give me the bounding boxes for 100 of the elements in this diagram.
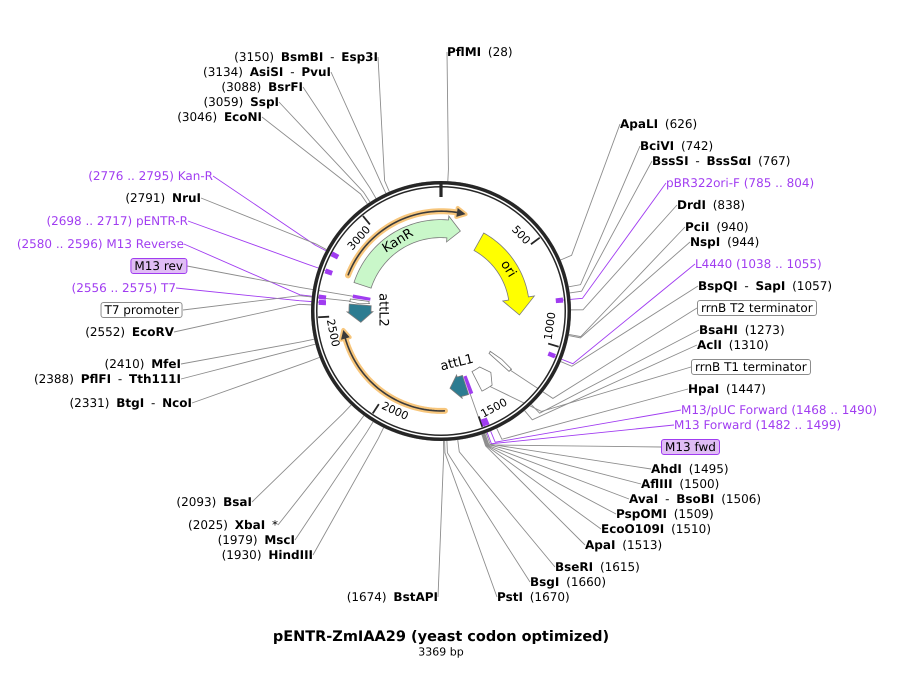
- leader-line: [496, 388, 688, 440]
- restriction-site-label: BseRI (1615): [555, 560, 640, 574]
- scale-number: 1500: [478, 396, 508, 420]
- plasmid-backbone-ring: [311, 181, 571, 441]
- restriction-site-label: PstI (1670): [497, 590, 570, 604]
- scale-number: 1000: [542, 312, 558, 342]
- primer-label: pBR322ori-F (785 .. 804): [666, 176, 814, 190]
- primer-label: (2580 .. 2596) M13 Reverse: [16, 237, 184, 251]
- leader-line: [568, 242, 690, 338]
- restriction-site-label: AflIII (1500): [641, 477, 720, 491]
- scale-number: 2000: [380, 400, 410, 422]
- leader-line: [444, 440, 498, 598]
- feature-label: attL2: [376, 293, 390, 327]
- restriction-site-label: (3059) SspI: [203, 95, 279, 109]
- leader-line: [312, 427, 384, 556]
- leader-line: [184, 244, 320, 298]
- leader-line: [482, 434, 616, 514]
- feature-label: attL1: [438, 352, 475, 373]
- leader-line: [482, 434, 602, 530]
- scale-number: 2500: [325, 318, 342, 348]
- leader-line: [487, 410, 682, 443]
- leader-line: [262, 116, 368, 204]
- leader-line: [568, 226, 686, 338]
- leader-line: [278, 102, 370, 203]
- primer-site-mark: [318, 294, 327, 300]
- restriction-site-label: (3046) EcoNI: [177, 110, 262, 124]
- restriction-site-label: (1674) BstAPI: [346, 590, 438, 604]
- restriction-site-label: PflMI (28): [447, 45, 513, 59]
- leader-line: [438, 440, 444, 598]
- restriction-site-label: HpaI (1447): [688, 382, 766, 396]
- restriction-site-label: (1930) HindIII: [222, 548, 313, 562]
- leader-line: [481, 434, 586, 546]
- leader-line: [174, 304, 312, 332]
- scale-number: 500: [509, 224, 532, 246]
- restriction-site-label: ApaLI (626): [620, 117, 698, 131]
- leader-line: [569, 160, 652, 294]
- restriction-site-label: (2093) BsaI: [176, 495, 252, 509]
- feature-shape: [488, 350, 512, 373]
- restriction-site-label: NspI (944): [690, 235, 760, 249]
- leader-line: [484, 424, 674, 444]
- restriction-site-label: AclI (1310): [697, 338, 769, 352]
- restriction-site-label: (2025) XbaI*: [188, 518, 278, 532]
- leader-line: [510, 308, 698, 399]
- leader-line: [182, 295, 351, 310]
- leader-line: [188, 220, 326, 271]
- leader-line: [330, 72, 386, 194]
- primer-label: (2556 .. 2575) T7: [72, 281, 176, 295]
- leader-line: [457, 439, 556, 568]
- primer-site-mark: [555, 296, 564, 304]
- feature-tag: rrnB T1 terminator: [691, 359, 811, 375]
- leader-line: [484, 432, 642, 484]
- restriction-site-label: AhdI (1495): [651, 462, 729, 476]
- restriction-site-label: AvaI - BsoBI (1506): [629, 492, 762, 506]
- primer-feature-tag: M13 rev: [130, 258, 187, 274]
- orf-arc: [344, 204, 470, 280]
- restriction-site-label: (2791) NruI: [125, 191, 201, 205]
- leader-line: [192, 356, 320, 404]
- primer-label: (2698 .. 2717) pENTR-R: [46, 214, 188, 228]
- primer-binding-bar: [352, 294, 372, 302]
- primer-site-mark: [318, 298, 326, 306]
- primer-site-mark: [324, 268, 334, 276]
- leader-line: [446, 440, 530, 582]
- primer-site-mark: [547, 351, 556, 360]
- restriction-site-label: (2388) PflFI - Tth111I: [34, 372, 181, 386]
- leader-line: [568, 146, 640, 288]
- restriction-site-label: BsgI (1660): [530, 575, 606, 589]
- restriction-site-label: BsaHI (1273): [699, 323, 785, 337]
- leader-line: [302, 86, 376, 199]
- restriction-site-label: BssSI - BssSαI (767): [652, 154, 790, 168]
- primer-label: M13/pUC Forward (1468 .. 1490): [681, 403, 878, 417]
- restriction-site-label: PspOMI (1509): [616, 507, 714, 521]
- leader-line: [176, 288, 320, 303]
- primer-label: L4440 (1038 .. 1055): [695, 257, 822, 271]
- restriction-site-label: (2552) EcoRV: [85, 325, 174, 339]
- leader-line: [470, 394, 662, 448]
- leader-line: [530, 330, 700, 414]
- restriction-site-label: EcoO109I (1510): [601, 522, 711, 536]
- primer-binding-bar: [462, 375, 474, 396]
- leader-line: [200, 198, 327, 250]
- leader-line: [180, 338, 315, 364]
- leader-line: [490, 366, 692, 412]
- leader-line: [446, 52, 449, 182]
- leader-line: [486, 432, 652, 470]
- restriction-site-label: DrdI (838): [677, 198, 746, 212]
- plasmid-size: 3369 bp: [418, 646, 464, 658]
- restriction-site-label: BciVI (742): [640, 139, 714, 153]
- leader-line: [560, 286, 698, 367]
- feature-tag: rrnB T2 terminator: [697, 300, 817, 316]
- restriction-site-label: BspQI - SapI (1057): [698, 279, 832, 293]
- feature-shape: [348, 298, 372, 305]
- restriction-site-label: (1979) MscI: [218, 533, 295, 547]
- primer-feature-tag: M13 fwd: [661, 439, 720, 455]
- restriction-site-label: (3134) AsiSI - PvuI: [203, 65, 331, 79]
- leader-line: [483, 433, 630, 500]
- leader-line: [278, 415, 364, 526]
- leader-line: [554, 264, 696, 364]
- primer-site-mark: [330, 251, 340, 260]
- feature-label: ori: [498, 258, 518, 280]
- leader-line: [186, 266, 354, 297]
- restriction-site-label: ApaI (1513): [585, 538, 662, 552]
